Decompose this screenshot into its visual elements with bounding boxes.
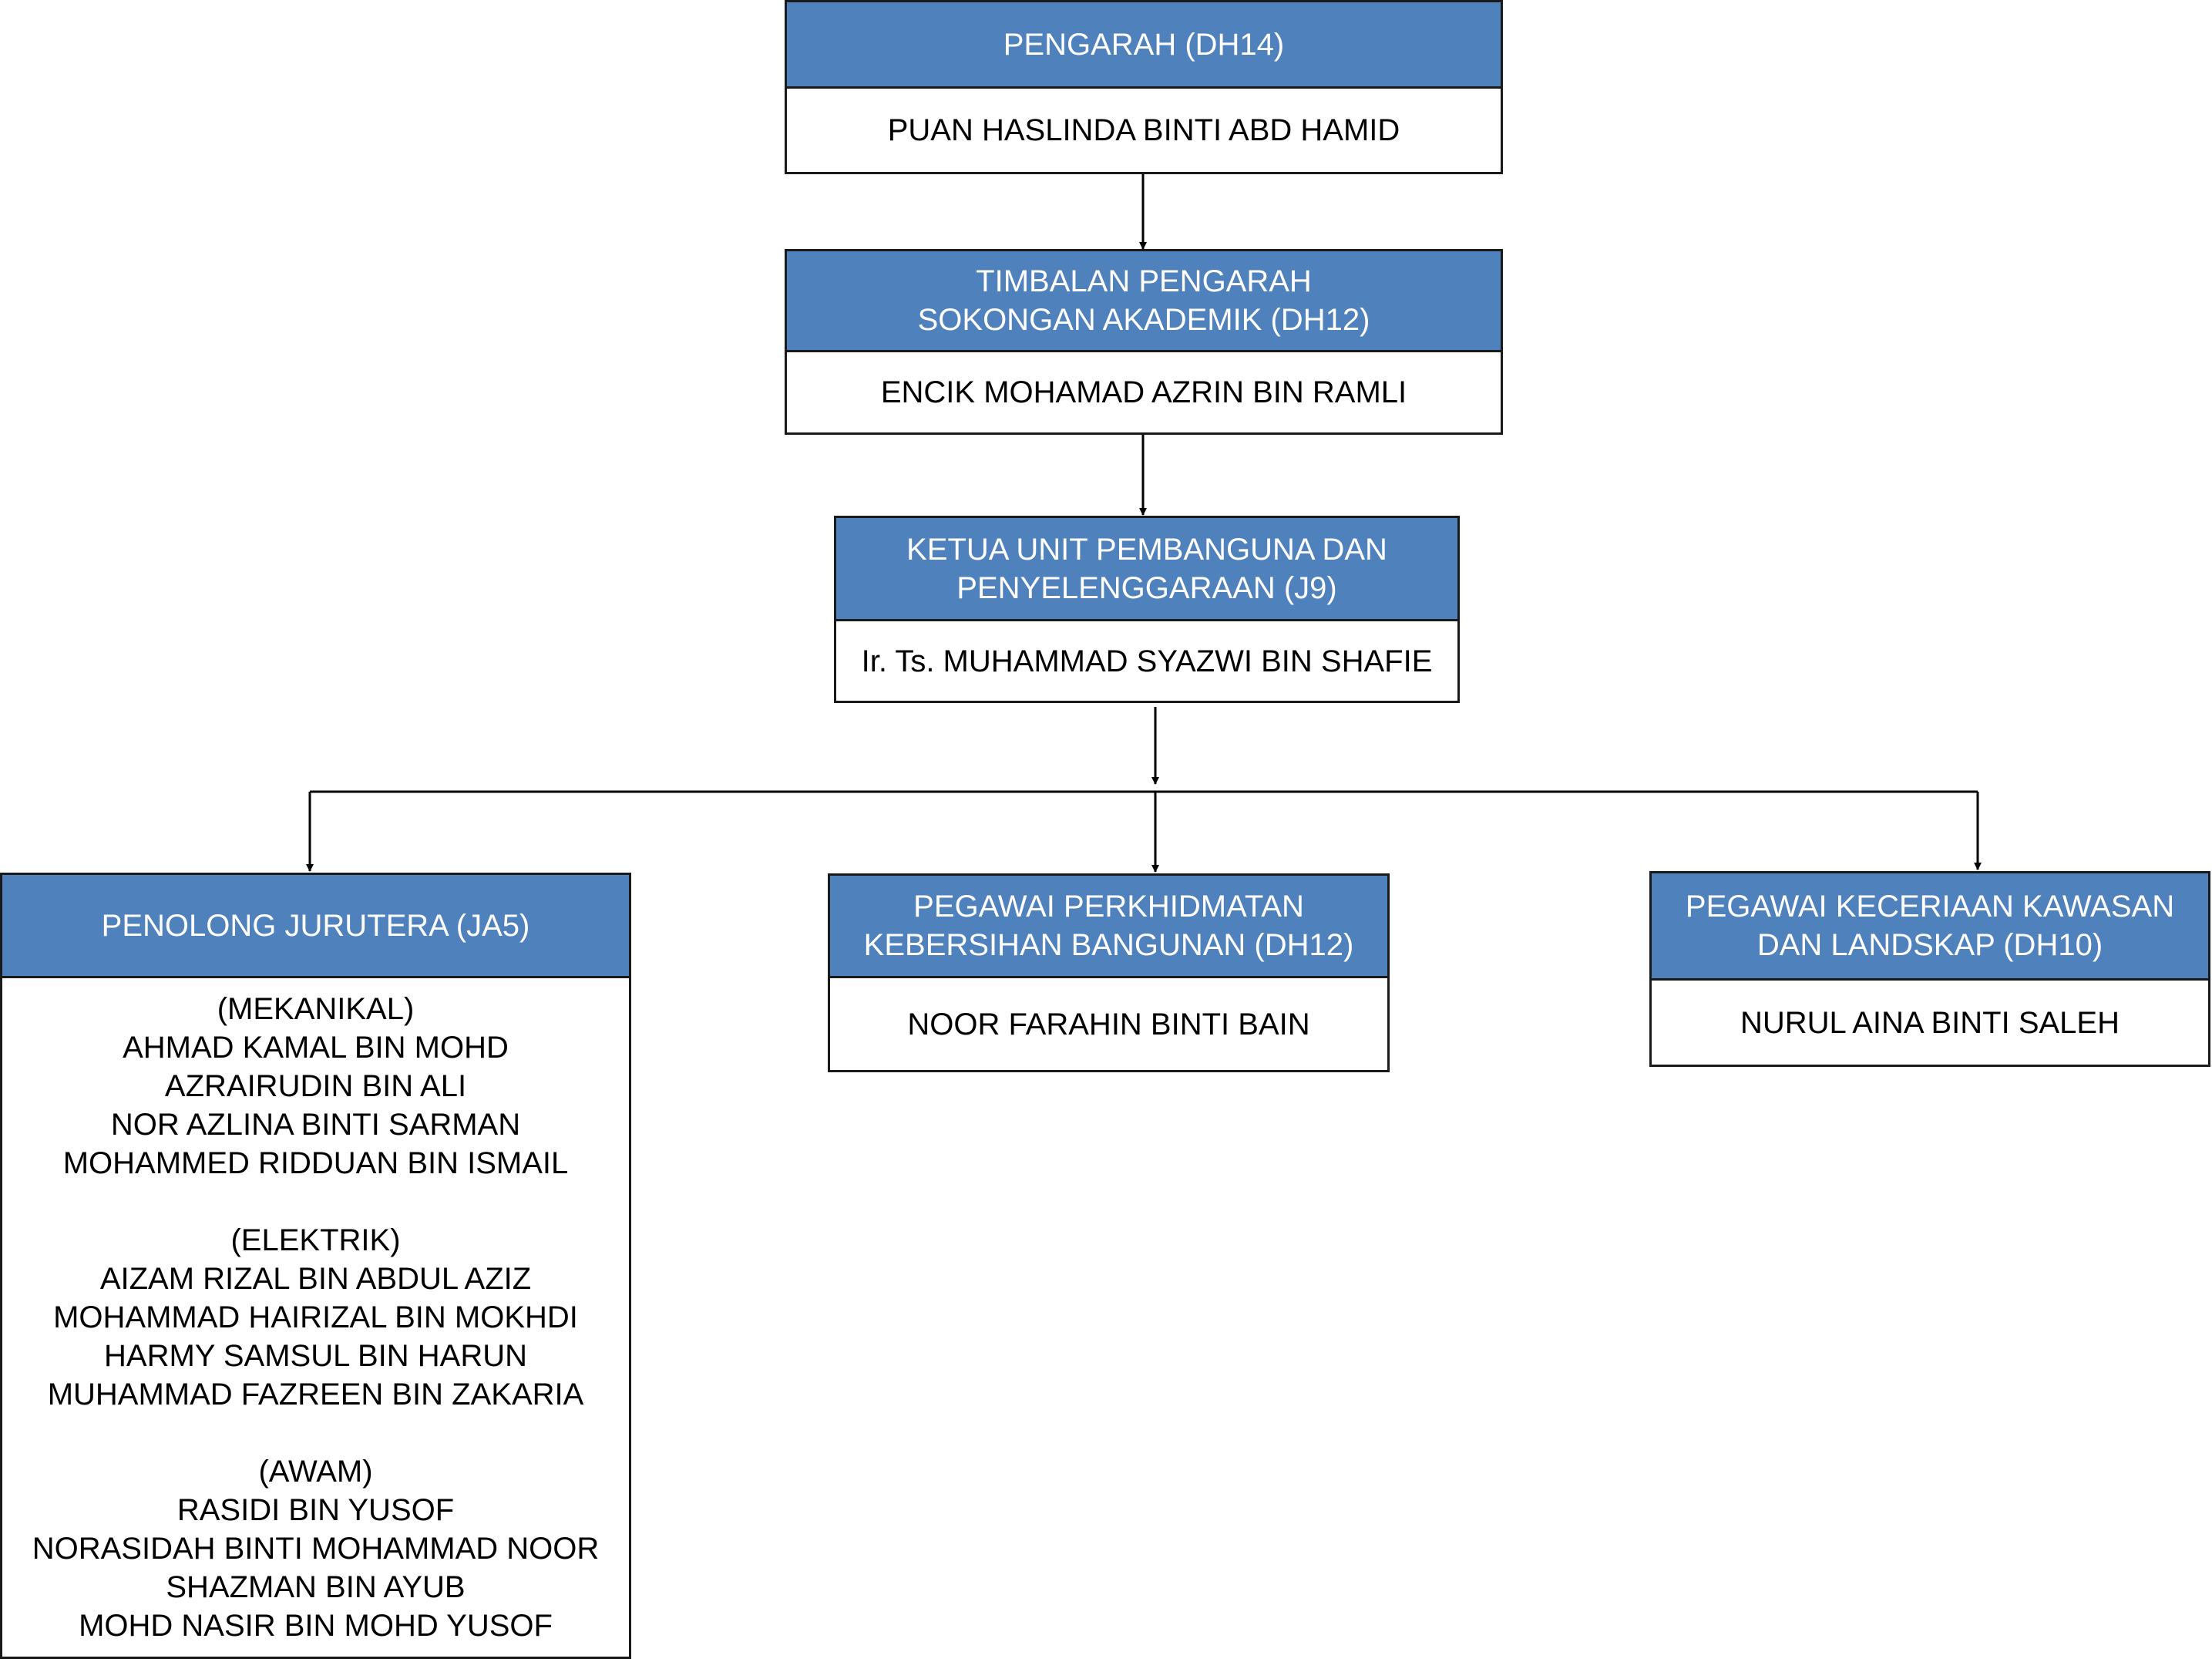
staff-member: AHMAD KAMAL BIN MOHD	[123, 1031, 509, 1065]
assistant-engineer-staff-list: (MEKANIKAL) AHMAD KAMAL BIN MOHD AZRAIRU…	[2, 978, 629, 1657]
director-title: PENGARAH (DH14)	[787, 2, 1501, 89]
group-label: (ELEKTRIK)	[230, 1223, 401, 1257]
unit-head-title-line-2: PENYELENGGARAAN (J9)	[956, 570, 1337, 605]
cleaning-officer-title-line-2: KEBERSIHAN BANGUNAN (DH12)	[863, 928, 1354, 962]
staff-member: MOHAMMED RIDDUAN BIN ISMAIL	[62, 1146, 569, 1180]
director-title-text: PENGARAH (DH14)	[1003, 27, 1285, 62]
staff-member: AZRAIRUDIN BIN ALI	[164, 1069, 467, 1103]
staff-group-awam: (AWAM) RASIDI BIN YUSOF NORASIDAH BINTI …	[32, 1452, 600, 1645]
cleaning-officer-title: PEGAWAI PERKHIDMATAN KEBERSIHAN BANGUNAN…	[830, 876, 1387, 978]
staff-member: MUHAMMAD FAZREEN BIN ZAKARIA	[47, 1378, 584, 1411]
landscape-officer-name: NURUL AINA BINTI SALEH	[1740, 1005, 2120, 1040]
staff-member: NOR AZLINA BINTI SARMAN	[110, 1108, 521, 1142]
group-label: (MEKANIKAL)	[217, 992, 415, 1026]
director-box: PENGARAH (DH14) PUAN HASLINDA BINTI ABD …	[785, 0, 1503, 174]
staff-member: NORASIDAH BINTI MOHAMMAD NOOR	[32, 1532, 600, 1566]
staff-group-mekanikal: (MEKANIKAL) AHMAD KAMAL BIN MOHD AZRAIRU…	[63, 990, 569, 1183]
assistant-engineer-title-text: PENOLONG JURUTERA (JA5)	[101, 908, 530, 943]
staff-member: SHAZMAN BIN AYUB	[166, 1570, 466, 1604]
landscape-officer-title: PEGAWAI KECERIAAN KAWASAN DAN LANDSKAP (…	[1652, 873, 2208, 981]
cleaning-officer-box: PEGAWAI PERKHIDMATAN KEBERSIHAN BANGUNAN…	[828, 873, 1390, 1072]
landscape-officer-title-line-2: DAN LANDSKAP (DH10)	[1756, 928, 2103, 962]
unit-head-box: KETUA UNIT PEMBANGUNA DAN PENYELENGGARAA…	[834, 516, 1460, 703]
staff-member: RASIDI BIN YUSOF	[176, 1493, 455, 1527]
staff-group-elektrik: (ELEKTRIK) AIZAM RIZAL BIN ABDUL AZIZ MO…	[48, 1221, 584, 1414]
unit-head-title: KETUA UNIT PEMBANGUNA DAN PENYELENGGARAA…	[836, 518, 1457, 621]
deputy-director-box: TIMBALAN PENGARAH SOKONGAN AKADEMIK (DH1…	[785, 249, 1503, 435]
deputy-director-title: TIMBALAN PENGARAH SOKONGAN AKADEMIK (DH1…	[787, 251, 1501, 352]
deputy-title-line-2: SOKONGAN AKADEMIK (DH12)	[917, 303, 1370, 337]
cleaning-officer-title-line-1: PEGAWAI PERKHIDMATAN	[913, 890, 1304, 924]
deputy-title-line-1: TIMBALAN PENGARAH	[976, 264, 1312, 298]
staff-member: HARMY SAMSUL BIN HARUN	[104, 1339, 527, 1373]
landscape-officer-box: PEGAWAI KECERIAAN KAWASAN DAN LANDSKAP (…	[1649, 871, 2210, 1067]
cleaning-officer-name: NOOR FARAHIN BINTI BAIN	[907, 1007, 1310, 1041]
deputy-director-name: ENCIK MOHAMAD AZRIN BIN RAMLI	[880, 375, 1407, 409]
group-label: (AWAM)	[258, 1455, 373, 1489]
assistant-engineer-title: PENOLONG JURUTERA (JA5)	[2, 875, 629, 978]
staff-member: MOHAMMAD HAIRIZAL BIN MOKHDI	[53, 1300, 578, 1334]
unit-head-title-line-1: KETUA UNIT PEMBANGUNA DAN	[906, 532, 1387, 567]
unit-head-name: Ir. Ts. MUHAMMAD SYAZWI BIN SHAFIE	[861, 644, 1433, 678]
staff-member: MOHD NASIR BIN MOHD YUSOF	[79, 1609, 553, 1643]
staff-member: AIZAM RIZAL BIN ABDUL AZIZ	[99, 1262, 532, 1296]
director-name: PUAN HASLINDA BINTI ABD HAMID	[887, 113, 1400, 147]
assistant-engineer-box: PENOLONG JURUTERA (JA5) (MEKANIKAL) AHMA…	[0, 873, 631, 1659]
landscape-officer-title-line-1: PEGAWAI KECERIAAN KAWASAN	[1685, 890, 2175, 924]
